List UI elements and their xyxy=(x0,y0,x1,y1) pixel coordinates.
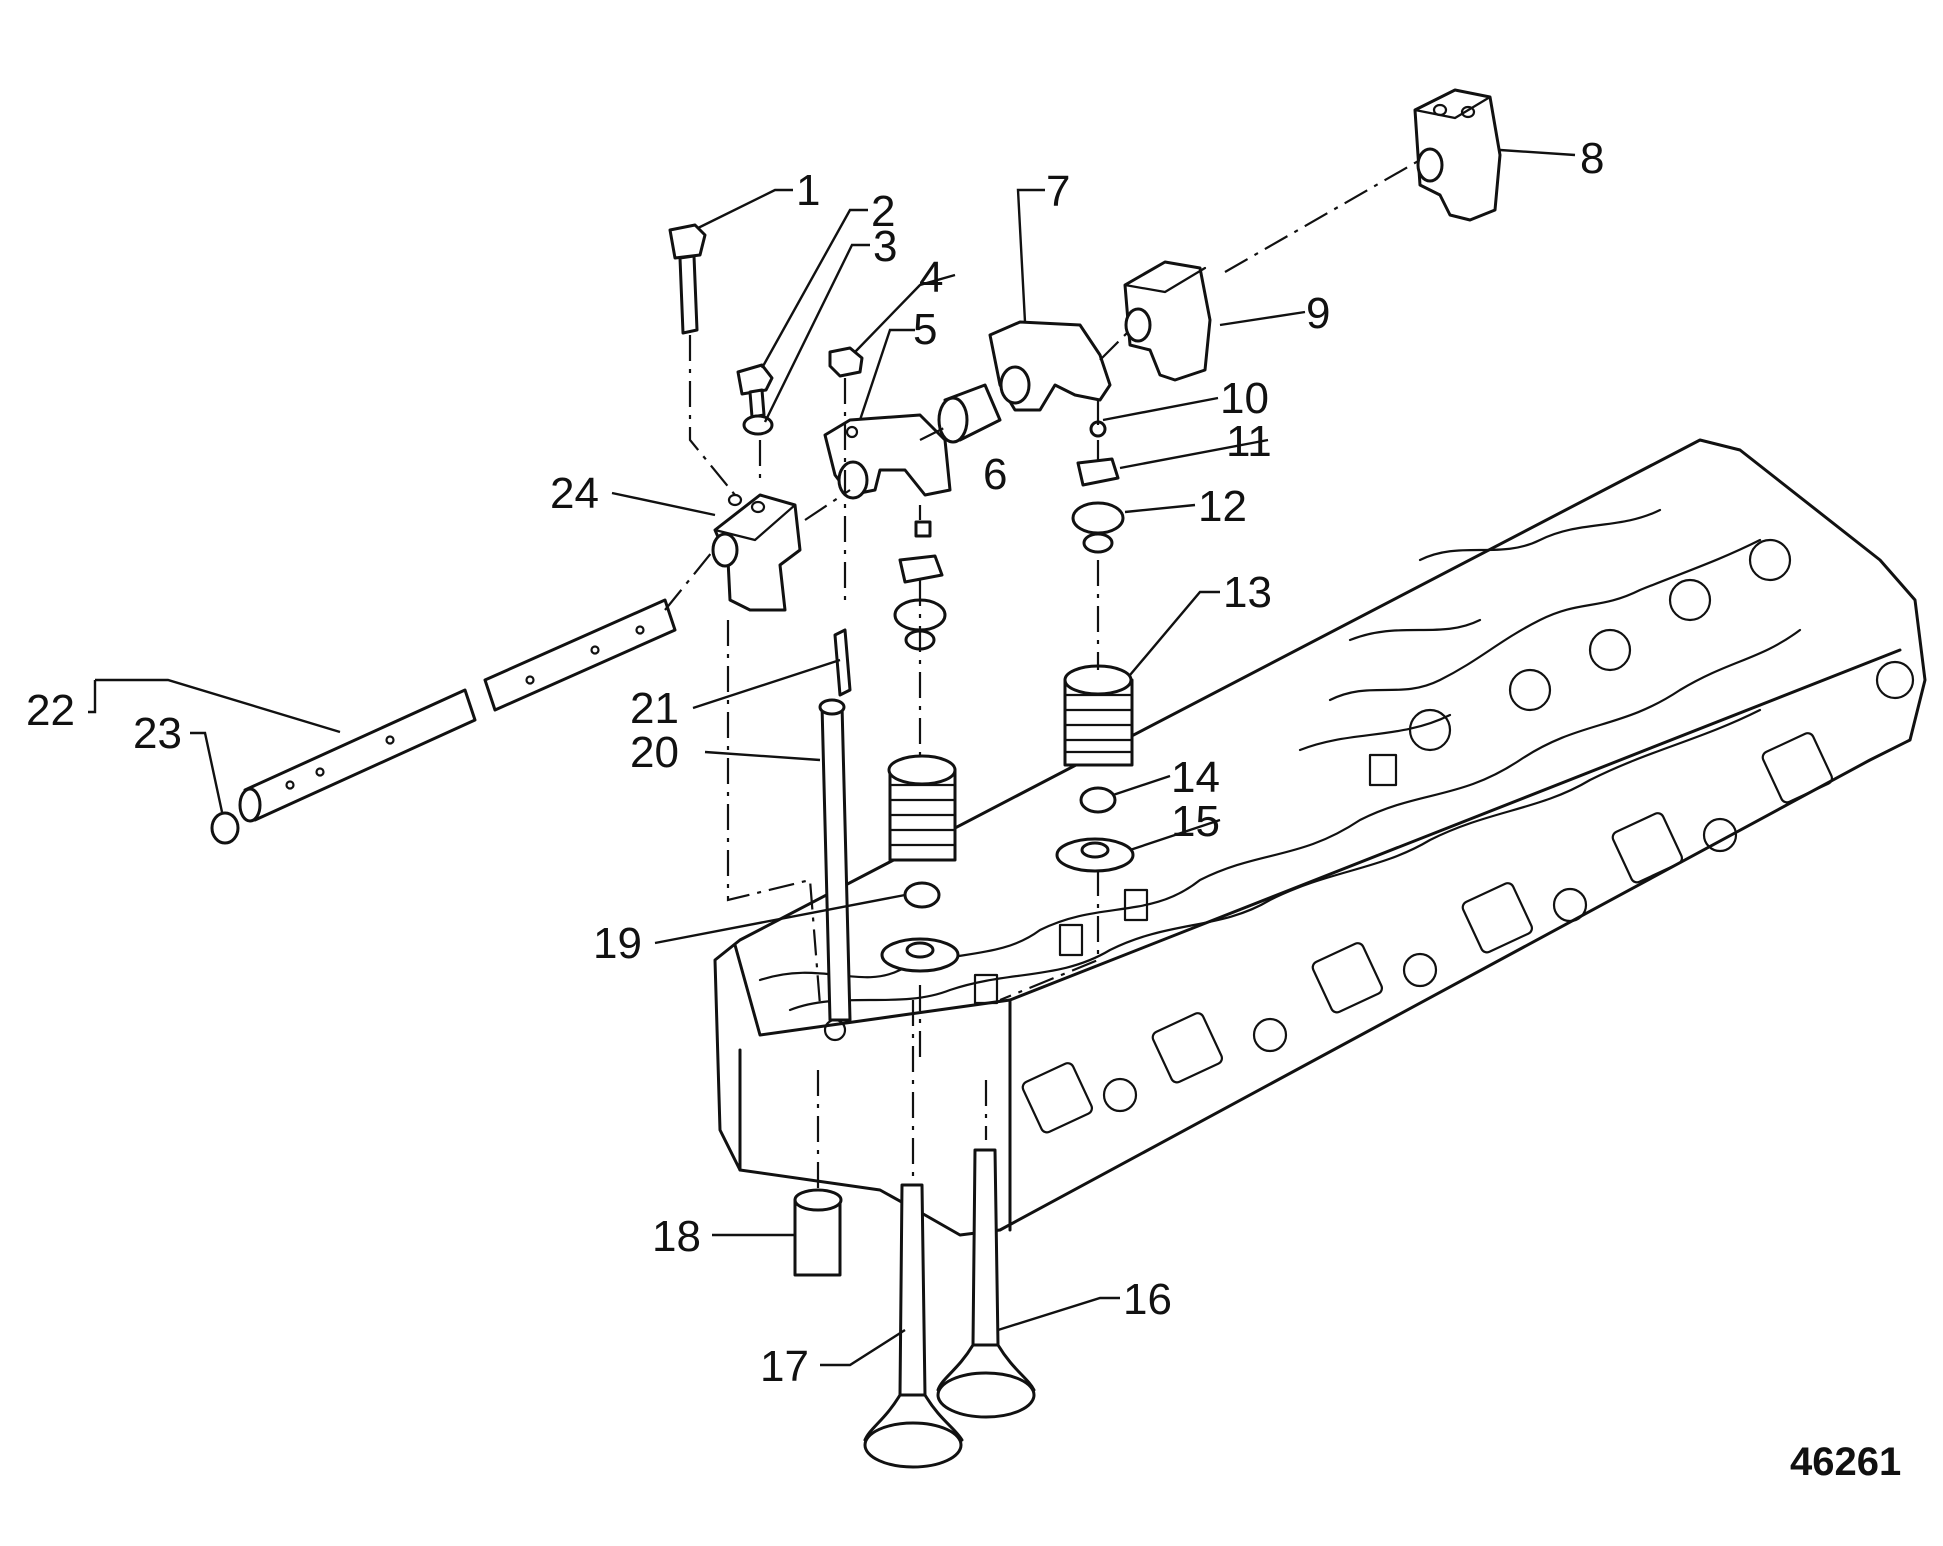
figure-number: 46261 xyxy=(1790,1440,1901,1484)
callout-1: 1 xyxy=(796,166,820,215)
callout-19: 19 xyxy=(593,919,642,968)
callout-4: 4 xyxy=(919,253,943,302)
callout-22: 22 xyxy=(26,686,75,735)
callout-5: 5 xyxy=(913,305,937,354)
valve-16 xyxy=(936,1148,1036,1419)
rocker-bracket-24 xyxy=(711,493,802,612)
rocker-arm-5 xyxy=(823,413,952,500)
pushrod-20 xyxy=(818,698,852,1022)
callout-6: 6 xyxy=(983,450,1007,499)
rocker-bracket-8 xyxy=(1413,88,1502,222)
callout-21: 21 xyxy=(630,684,679,733)
spacer-spring-6 xyxy=(937,383,1002,444)
rocker-arm-7 xyxy=(988,320,1112,412)
callout-23: 23 xyxy=(133,709,182,758)
callout-2: 2 xyxy=(871,187,895,236)
callout-7: 7 xyxy=(1046,167,1070,216)
rocker-shaft xyxy=(238,598,677,823)
callout-14: 14 xyxy=(1171,753,1220,802)
shaft-plug xyxy=(210,811,240,845)
callout-15: 15 xyxy=(1171,797,1220,846)
callout-17: 17 xyxy=(760,1342,809,1391)
callout-9: 9 xyxy=(1306,289,1330,338)
callout-13: 13 xyxy=(1223,568,1272,617)
callout-18: 18 xyxy=(652,1212,701,1261)
adjusting-screw-21 xyxy=(833,628,852,697)
callout-16: 16 xyxy=(1123,1275,1172,1324)
callout-11: 11 xyxy=(1226,417,1272,466)
assembly-lines xyxy=(664,159,1421,1190)
callout-10: 10 xyxy=(1220,374,1269,423)
callout-12: 12 xyxy=(1198,482,1247,531)
screw-2 xyxy=(736,363,774,419)
callout-8: 8 xyxy=(1580,134,1604,183)
lifter-18 xyxy=(793,1188,843,1277)
callout-24: 24 xyxy=(550,469,599,518)
callout-leaders xyxy=(88,148,1576,1367)
intake-valve-stack xyxy=(1055,420,1135,873)
cylinder-head xyxy=(713,438,1927,1237)
callout-20: 20 xyxy=(630,728,679,777)
callout-3: 3 xyxy=(873,222,897,271)
valve-17 xyxy=(863,1183,964,1469)
callout-labels: 1 2 3 4 5 6 7 8 9 10 11 12 13 14 15 16 1… xyxy=(26,134,1604,1391)
rocker-bracket-9 xyxy=(1123,260,1212,382)
bolt-1 xyxy=(668,223,707,335)
nut-4 xyxy=(828,346,864,378)
